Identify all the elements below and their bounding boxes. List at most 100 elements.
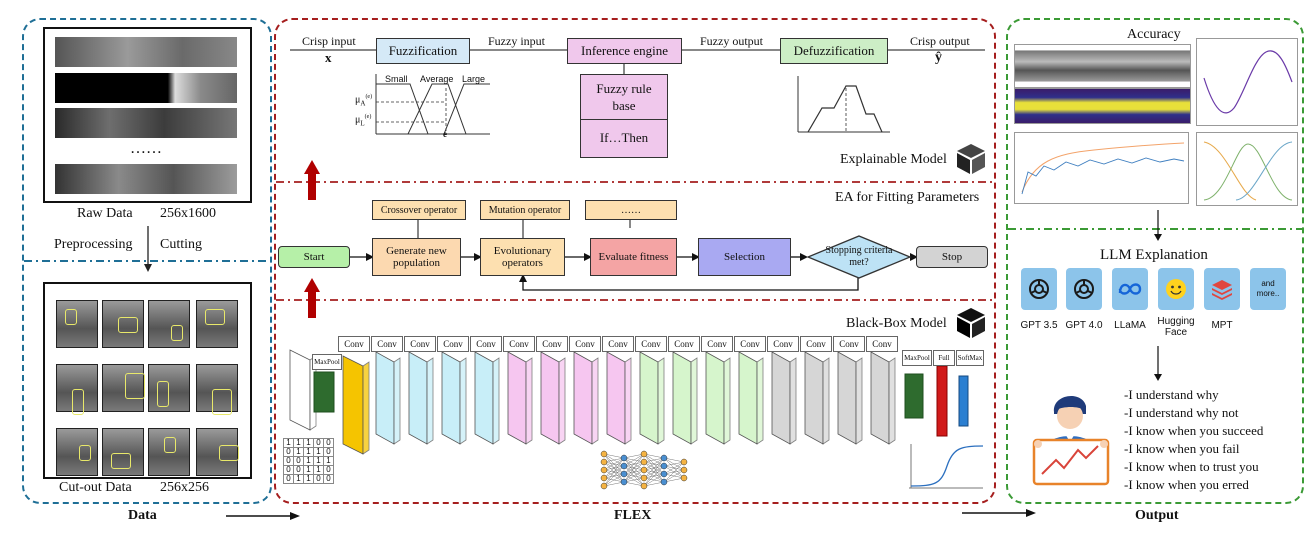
crisp-output-label: Crisp output	[910, 34, 970, 48]
first-conv-layer	[342, 355, 370, 455]
flex-footer: FLEX	[614, 508, 652, 523]
neuron	[620, 462, 628, 470]
yhat-symbol: ŷ	[935, 50, 942, 65]
conv-layer	[540, 351, 566, 445]
conv-label: Conv	[338, 336, 370, 352]
mu-a-sub: A	[360, 99, 366, 108]
openai-icon	[1074, 279, 1094, 299]
conv-label: Conv	[470, 336, 502, 352]
e-label: e	[443, 129, 447, 139]
accuracy-plot-heatmap	[1014, 88, 1191, 124]
fuzzification-label: Fuzzification	[388, 43, 458, 58]
conv-label: Conv	[371, 336, 403, 352]
crisp-input-label: Crisp input	[302, 34, 356, 48]
start-node: Start	[278, 246, 350, 268]
conv-layer	[870, 351, 896, 445]
conv-layer	[771, 351, 797, 445]
evaluate-fitness-box: Evaluate fitness	[590, 238, 677, 276]
mu-l-sub: L	[360, 119, 365, 128]
conv-label: Conv	[503, 336, 535, 352]
cutout-thumbnail	[196, 428, 239, 476]
raw-stripe-1	[55, 37, 237, 67]
mpt-logo	[1204, 268, 1240, 310]
accuracy-plot-membership	[1196, 132, 1298, 206]
cutout-thumbnail	[102, 428, 144, 476]
x-symbol: x	[325, 50, 332, 65]
cutout-data-size: 256x256	[160, 480, 209, 495]
llm-label-llama: LLaMA	[1114, 320, 1146, 331]
accuracy-plot-detection	[1014, 44, 1191, 88]
gpt40-logo	[1066, 268, 1102, 310]
defect-outline	[125, 373, 145, 399]
statement-4: -I know when you fail	[1124, 441, 1240, 456]
cutout-data-label: Cut-out Data	[59, 480, 132, 495]
softmax-block	[958, 375, 969, 427]
statement-3: -I know when you succeed	[1124, 423, 1264, 438]
neuron	[680, 466, 688, 474]
conv-label: Conv	[569, 336, 601, 352]
stopping-criteria-label: Stopping criteria met?	[825, 245, 893, 268]
selection-label: Selection	[724, 251, 765, 263]
conv-layer	[738, 351, 764, 445]
raw-stripe-4	[55, 164, 237, 194]
matrix-cell: 0	[323, 474, 334, 484]
box-icon	[957, 144, 985, 174]
defuzzification-label: Defuzzification	[793, 43, 875, 58]
user-presenting-illustration	[1032, 395, 1110, 486]
cutout-thumbnail	[148, 428, 190, 476]
rule-base-label: Fuzzy rule base	[596, 81, 652, 113]
llm-label-gpt35: GPT 3.5	[1020, 320, 1058, 331]
conv-label: Conv	[635, 336, 667, 352]
raw-stripe-3	[55, 108, 237, 138]
conv-layer	[606, 351, 632, 445]
mutation-label: Mutation operator	[488, 204, 562, 216]
maxpool2-label: MaxPool	[902, 350, 932, 366]
conv-label: Conv	[800, 336, 832, 352]
inference-engine-label: Inference engine	[581, 43, 668, 58]
cutout-thumbnail	[148, 364, 190, 412]
conv-layer	[474, 351, 500, 445]
more-models-label: and more..	[1256, 279, 1280, 298]
conv-label: Conv	[734, 336, 766, 352]
matrix-cell: 0	[283, 474, 294, 484]
output-connectors	[1008, 210, 1304, 381]
statement-2: -I understand why not	[1124, 405, 1239, 420]
neuron	[600, 482, 608, 490]
defect-outline	[111, 453, 131, 469]
defect-outline	[205, 309, 225, 325]
more-operators-box: ……	[585, 200, 677, 220]
data-connectors	[24, 226, 270, 272]
llama-logo	[1112, 268, 1148, 310]
mu-a-symbol: μ	[355, 94, 361, 106]
cutout-thumbnail	[102, 364, 145, 412]
data-panel	[22, 18, 272, 504]
mu-l-symbol: μ	[355, 114, 361, 126]
llm-label-gpt40: GPT 4.0	[1065, 320, 1103, 331]
inference-engine-box: Inference engine	[567, 38, 682, 64]
neuron	[660, 454, 668, 462]
mpt-stack-icon	[1212, 280, 1232, 300]
mu-l-sup: (e)	[364, 114, 372, 120]
statement-1: -I understand why	[1124, 387, 1219, 402]
conv-label: Conv	[404, 336, 436, 352]
start-label: Start	[303, 251, 325, 263]
conv-label: Conv	[536, 336, 568, 352]
matrix-cell: 1	[293, 474, 304, 484]
defect-outline	[79, 445, 91, 461]
evolutionary-operators-box: Evolutionary operators	[480, 238, 565, 276]
huggingface-logo	[1158, 268, 1194, 310]
generate-label: Generate new population	[386, 245, 447, 269]
neuron	[640, 482, 648, 490]
conv-layer	[804, 351, 830, 445]
mu-a-label: μA(e)	[355, 94, 372, 107]
sigmoid-plot	[909, 444, 984, 489]
selection-box: Selection	[698, 238, 791, 276]
gpt35-logo	[1021, 268, 1057, 310]
flex-panel	[274, 18, 996, 504]
stop-node: Stop	[916, 246, 988, 268]
fuzzy-input-label: Fuzzy input	[488, 34, 545, 48]
preprocessing-label: Preprocessing	[54, 237, 133, 252]
accuracy-plot-sine	[1196, 38, 1298, 126]
